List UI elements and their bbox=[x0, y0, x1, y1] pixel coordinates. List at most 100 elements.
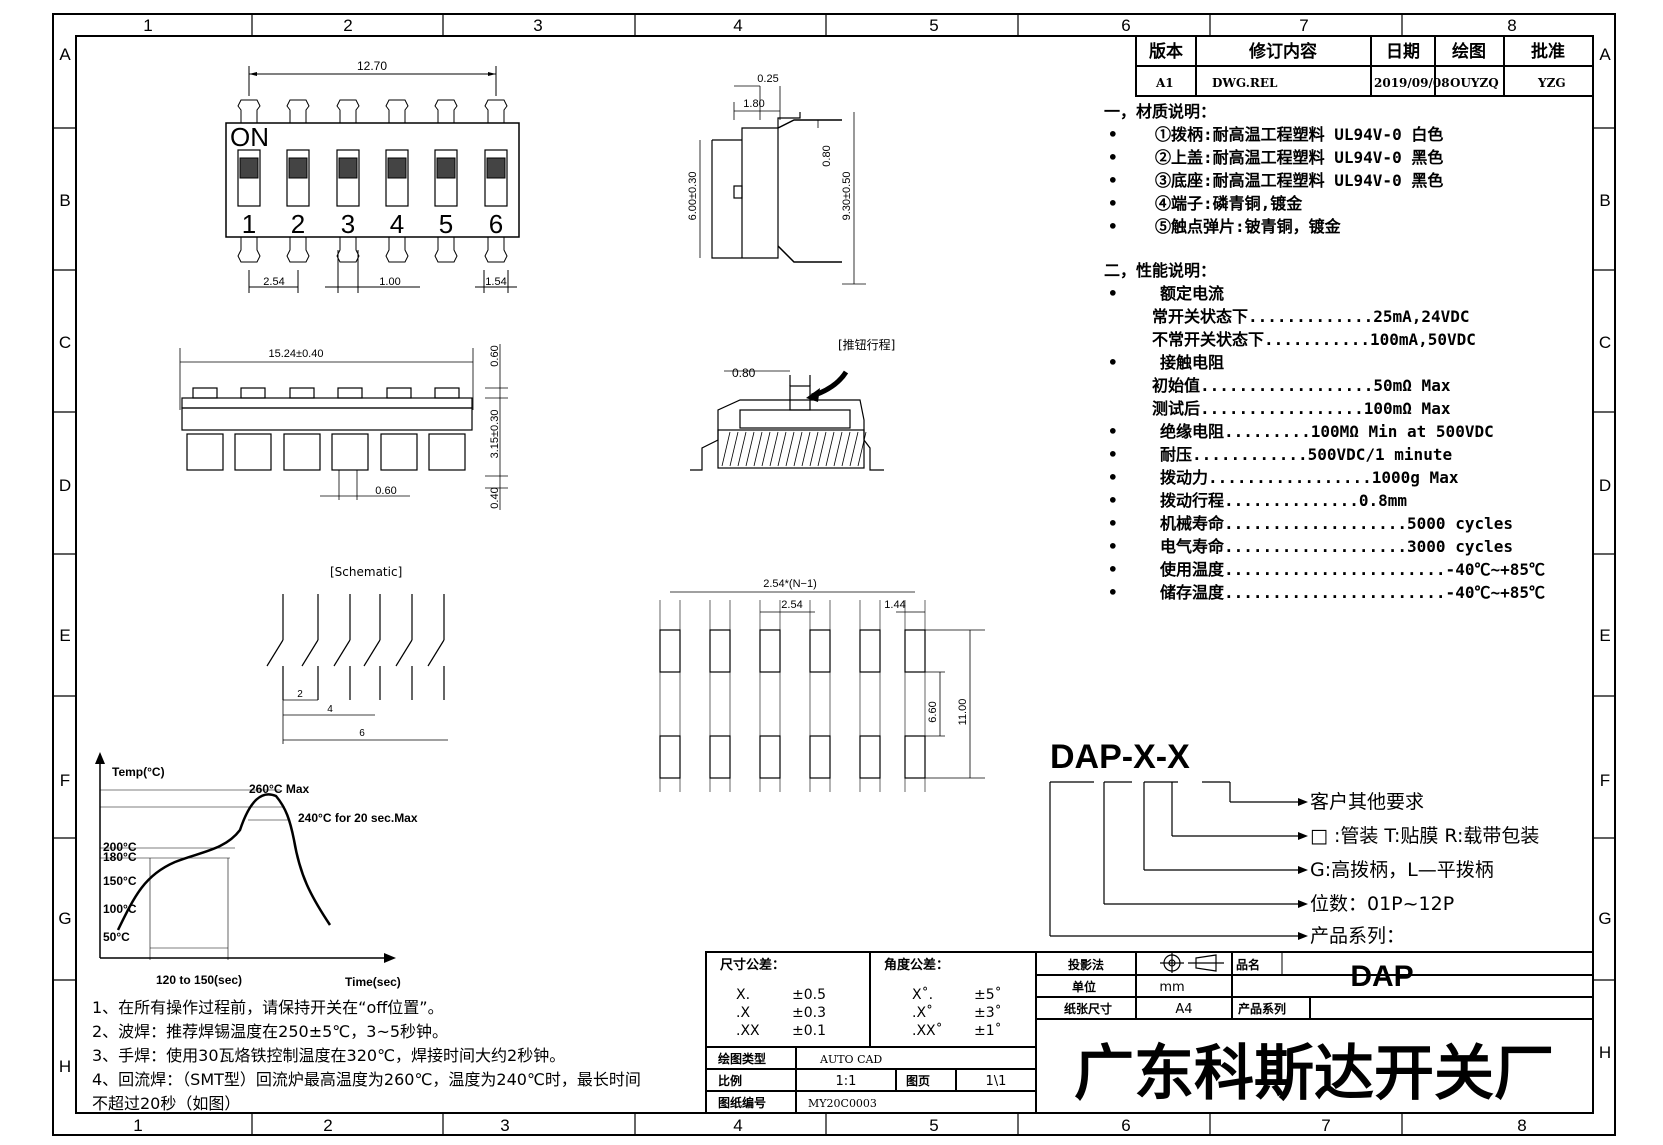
top-pin bbox=[286, 99, 310, 123]
x-axis-arrow-icon bbox=[384, 953, 396, 963]
row-label-right: H bbox=[1599, 1043, 1611, 1062]
switch-contact bbox=[427, 639, 445, 667]
software-label: 绘图类型 bbox=[718, 1051, 766, 1066]
switch-actuator bbox=[239, 157, 259, 179]
pad-top bbox=[809, 629, 831, 673]
col-label-top: 4 bbox=[733, 16, 742, 35]
part-code: DAP-X-X bbox=[1050, 738, 1190, 776]
row-label-left: A bbox=[59, 45, 71, 64]
reflow-hold: 240°C for 20 sec.Max bbox=[298, 811, 418, 825]
bullet: • bbox=[1108, 171, 1118, 190]
bottom-pin bbox=[286, 237, 310, 263]
paper-label: 纸张尺寸 bbox=[1064, 1001, 1112, 1016]
tolerance-value: ±0.1 bbox=[792, 1023, 826, 1039]
bottom-pin bbox=[385, 237, 409, 263]
col-label-top: 7 bbox=[1299, 16, 1308, 35]
pad-dim-labels: 2.54*(N−1) 2.54 1.44 6.60 11.00 bbox=[763, 578, 969, 725]
material-item: ③底座:耐高温工程塑料 UL94V-0 黑色 bbox=[1155, 171, 1443, 190]
pad-top bbox=[709, 629, 731, 673]
rev-cell: YZG bbox=[1537, 76, 1566, 90]
switch-contact bbox=[363, 639, 381, 667]
hatch-line bbox=[817, 431, 827, 467]
tolerance-key: .X bbox=[736, 1005, 750, 1021]
product-name: DAP bbox=[1350, 960, 1413, 993]
reflow-x-label: Time(sec) bbox=[345, 975, 401, 989]
row-label-right: C bbox=[1599, 333, 1611, 352]
front-pin bbox=[186, 433, 224, 471]
performance-item: 使用温度.......................-40℃~+85℃ bbox=[1159, 560, 1545, 579]
bullet: • bbox=[1108, 217, 1118, 236]
pad-top bbox=[759, 629, 781, 673]
row-label-left: D bbox=[59, 476, 71, 495]
reflow-tick: 180°C bbox=[103, 850, 137, 864]
hatch-line bbox=[745, 431, 755, 467]
switch-slot bbox=[484, 149, 508, 207]
dim-pitch: 2.54 bbox=[781, 599, 802, 611]
company-name: 广东科斯达开关厂 bbox=[1074, 1039, 1554, 1109]
grid-labels: 1 2 3 4 5 6 7 8 1 2 3 4 5 6 7 8 A B C D … bbox=[58, 16, 1611, 1135]
performance-item: 机械寿命...................5000 cycles bbox=[1160, 514, 1513, 533]
dim-end: 1.54 bbox=[485, 276, 506, 288]
rev-cell: OUYZQ bbox=[1450, 76, 1499, 90]
row-label-left: C bbox=[59, 333, 71, 352]
performance-item: 储存温度.......................-40℃~+85℃ bbox=[1159, 583, 1545, 602]
software-value: AUTO CAD bbox=[819, 1053, 882, 1066]
front-pin bbox=[428, 433, 466, 471]
row-label-right: F bbox=[1600, 771, 1610, 790]
rated-current-line: 不常开关状态下...........100mA,50VDC bbox=[1152, 330, 1476, 349]
paper-value: A4 bbox=[1175, 1002, 1192, 1017]
front-actuator bbox=[337, 387, 363, 399]
col-label-top: 2 bbox=[343, 16, 352, 35]
pad-top bbox=[859, 629, 881, 673]
bullet: • bbox=[1108, 125, 1118, 144]
col-label-bottom: 3 bbox=[500, 1116, 509, 1135]
materials-section: 一，材质说明： • ①拨柄:耐高温工程塑料 UL94V-0 白色 • ②上盖:耐… bbox=[1104, 102, 1443, 236]
switch-actuator bbox=[387, 157, 407, 179]
rated-current-label: 额定电流 bbox=[1160, 284, 1224, 303]
row-label-right: D bbox=[1599, 476, 1611, 495]
front-actuator bbox=[289, 387, 315, 399]
switch-number: 3 bbox=[341, 209, 355, 239]
col-label-top: 8 bbox=[1507, 16, 1516, 35]
part-number: DAP-X-X 客户其他要求 □ :管装 T:贴膜 R:载带包装 G:高拨柄，L… bbox=[1049, 738, 1539, 947]
row-label-right: E bbox=[1599, 626, 1610, 645]
side-view-dims: 0.25 1.80 6.00±0.30 0.80 9.30±0.50 bbox=[687, 73, 853, 220]
switch-slot bbox=[237, 149, 261, 207]
col-label-bottom: 2 bbox=[323, 1116, 332, 1135]
schematic-label: [Schematic] bbox=[330, 565, 402, 579]
top-view: 12.70 ON 1 2 3 4 5 6 2.54 1.00 1.54 bbox=[225, 59, 520, 293]
section-view bbox=[690, 370, 884, 471]
note-line: 3、手焊：使用30瓦烙铁控制温度在320℃，焊接时间大约2秒钟。 bbox=[92, 1046, 565, 1065]
dim-h2: 3.15±0.30 bbox=[489, 410, 501, 459]
col-label-top: 1 bbox=[143, 16, 152, 35]
col-label-bottom: 8 bbox=[1517, 1116, 1526, 1135]
col-label-bottom: 6 bbox=[1121, 1116, 1130, 1135]
pad-top bbox=[904, 629, 926, 673]
material-item: ②上盖:耐高温工程塑料 UL94V-0 黑色 bbox=[1155, 148, 1443, 167]
bottom-pin bbox=[237, 237, 261, 263]
travel-dim: 0.80 bbox=[732, 366, 756, 380]
dim-a: 2 bbox=[297, 689, 303, 700]
name-label: 品名 bbox=[1236, 957, 1260, 972]
hatch-line bbox=[833, 431, 843, 467]
bullet: • bbox=[1108, 148, 1118, 167]
top-pin bbox=[336, 99, 360, 123]
pad-bottom bbox=[659, 735, 681, 779]
performance-section: 二，性能说明： • 额定电流 常开关状态下.............25mA,2… bbox=[1104, 261, 1545, 602]
schematic-dims bbox=[282, 690, 448, 744]
dim-pad: 1.44 bbox=[884, 599, 905, 611]
dim-h1: 0.60 bbox=[489, 345, 501, 366]
reflow-tick: 150°C bbox=[103, 874, 137, 888]
bullet: • bbox=[1108, 284, 1118, 303]
pad-bottom bbox=[709, 735, 731, 779]
reflow-tick: 200°C bbox=[103, 840, 137, 854]
front-actuator bbox=[240, 387, 266, 399]
contact-resistance-line: 测试后.................100mΩ Max bbox=[1152, 399, 1451, 418]
angle-key: .X˚ bbox=[912, 1004, 933, 1021]
front-pin bbox=[380, 433, 418, 471]
y-axis-arrow-icon bbox=[95, 752, 105, 764]
reflow-y-label: Temp(°C) bbox=[112, 765, 165, 779]
switch-slot bbox=[434, 149, 458, 207]
projection-icon bbox=[1160, 953, 1224, 973]
